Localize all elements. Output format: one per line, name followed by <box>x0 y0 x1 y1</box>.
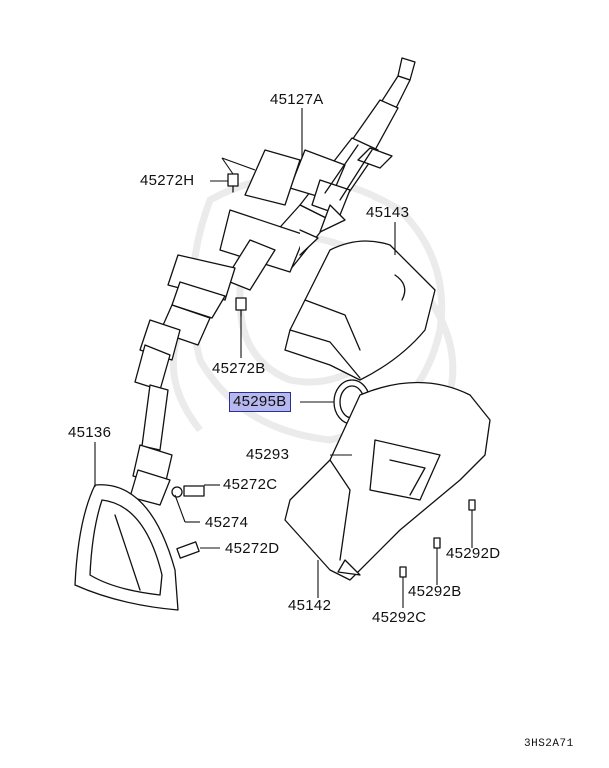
lower-cover-45142 <box>284 381 491 581</box>
bolt-45272c <box>171 485 205 498</box>
screw-45292d <box>468 499 476 511</box>
steering-column-45127a <box>167 57 416 319</box>
boot-cover-45136 <box>74 484 179 611</box>
label-45272h[interactable]: 45272H <box>140 172 195 189</box>
label-45293[interactable]: 45293 <box>246 446 290 463</box>
diagram-code: 3HS2A71 <box>524 738 574 750</box>
label-45292b[interactable]: 45292B <box>408 583 462 600</box>
label-45272c[interactable]: 45272C <box>223 476 278 493</box>
label-45295b-highlighted[interactable]: 45295B <box>229 392 291 412</box>
label-45127a[interactable]: 45127A <box>270 91 324 108</box>
label-45272b[interactable]: 45272B <box>212 360 266 377</box>
upper-cover-45143 <box>284 240 436 381</box>
leader-lines <box>94 108 473 608</box>
label-45136[interactable]: 45136 <box>68 424 112 441</box>
screw-45292c <box>399 566 407 578</box>
bolt-45272d <box>176 541 200 559</box>
label-45142[interactable]: 45142 <box>288 597 332 614</box>
label-45143[interactable]: 45143 <box>366 204 410 221</box>
label-45292c[interactable]: 45292C <box>372 609 427 626</box>
bolt-45272b <box>235 297 247 317</box>
intermediate-shaft <box>129 304 211 506</box>
screw-45292b <box>433 537 441 549</box>
label-45292d[interactable]: 45292D <box>446 545 501 562</box>
label-45272d[interactable]: 45272D <box>225 540 280 557</box>
label-45274[interactable]: 45274 <box>205 514 249 531</box>
